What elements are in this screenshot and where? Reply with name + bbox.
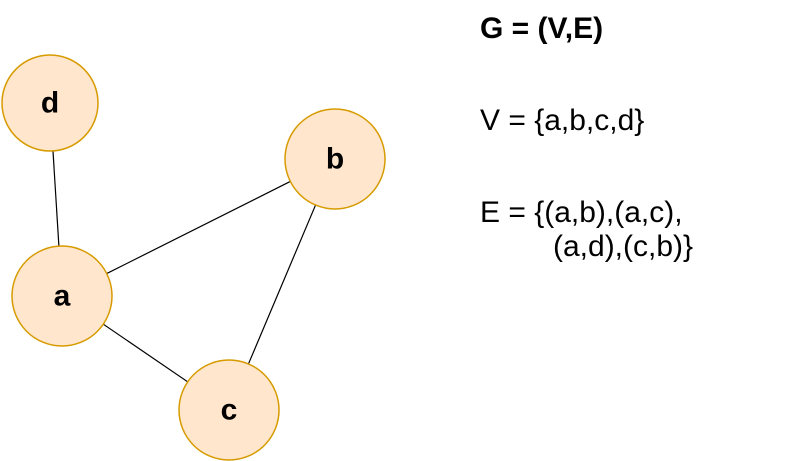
node-c-circle (178, 359, 280, 461)
node-b-label: b (326, 143, 344, 176)
edge-c-b (247, 204, 317, 365)
node-b: b (284, 108, 386, 210)
graph-definition: G = (V,E) (480, 12, 604, 45)
node-a-circle (11, 245, 113, 347)
edge-a-b (106, 180, 291, 275)
node-c: c (178, 359, 280, 461)
node-a-label: a (54, 280, 71, 313)
node-d-label: d (41, 87, 59, 120)
edge-set-line-1: E = {(a,b),(a,c), (480, 196, 683, 229)
node-a: a (11, 245, 113, 347)
node-b-circle (284, 108, 386, 210)
node-d-circle (1, 54, 99, 152)
edges-layer (52, 150, 317, 383)
vertex-set: V = {a,b,c,d} (480, 104, 645, 137)
node-d: d (1, 54, 99, 152)
edge-set-line-2: (a,d),(c,b)} (553, 230, 694, 263)
node-c-label: c (221, 394, 238, 427)
edge-d-a (52, 150, 60, 247)
edge-a-c (102, 323, 189, 383)
nodes-layer: d b a c (1, 54, 386, 461)
